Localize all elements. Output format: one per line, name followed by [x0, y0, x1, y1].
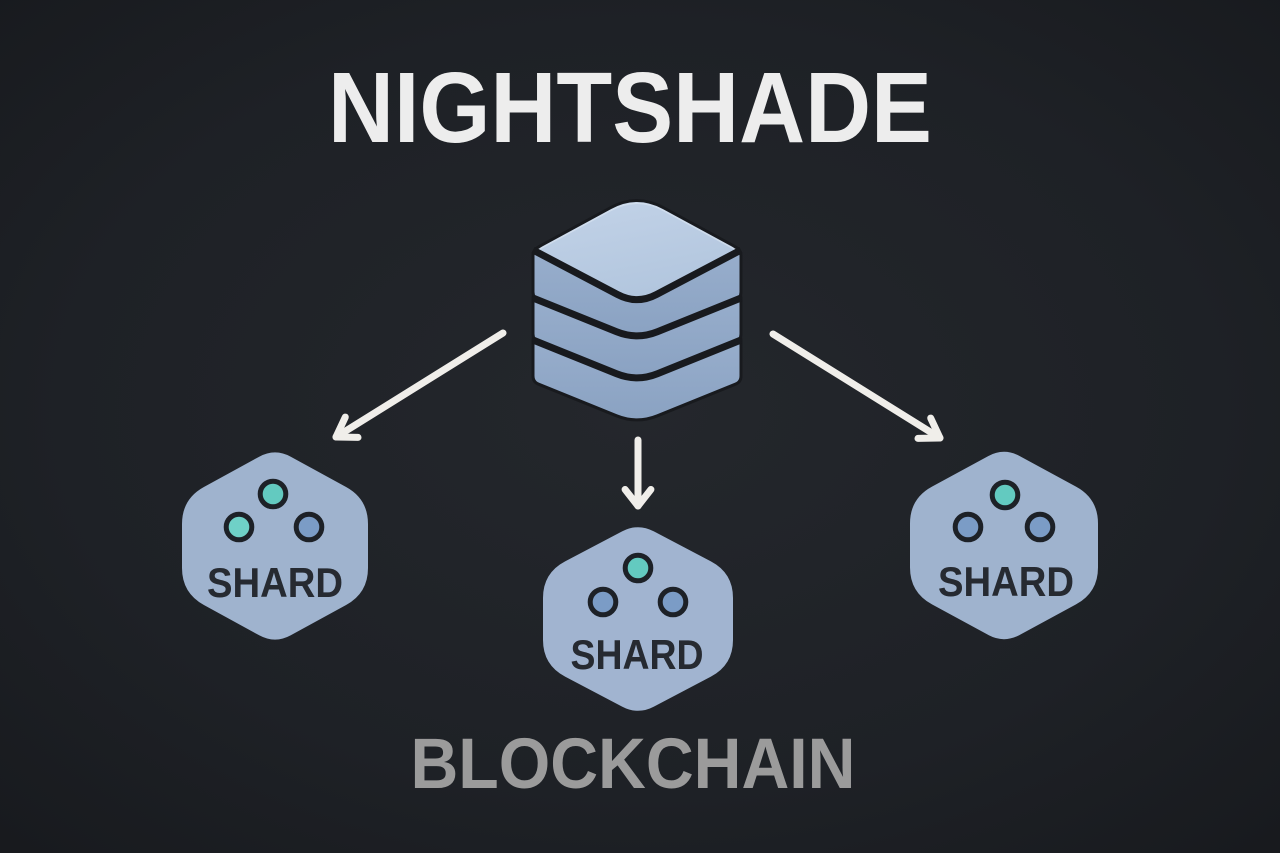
svg-text:SHARD: SHARD: [571, 631, 704, 678]
svg-text:SHARD: SHARD: [938, 558, 1074, 605]
svg-text:NIGHTSHADE: NIGHTSHADE: [328, 52, 932, 164]
svg-text:SHARD: SHARD: [207, 559, 343, 606]
svg-text:BLOCKCHAIN: BLOCKCHAIN: [411, 725, 856, 804]
